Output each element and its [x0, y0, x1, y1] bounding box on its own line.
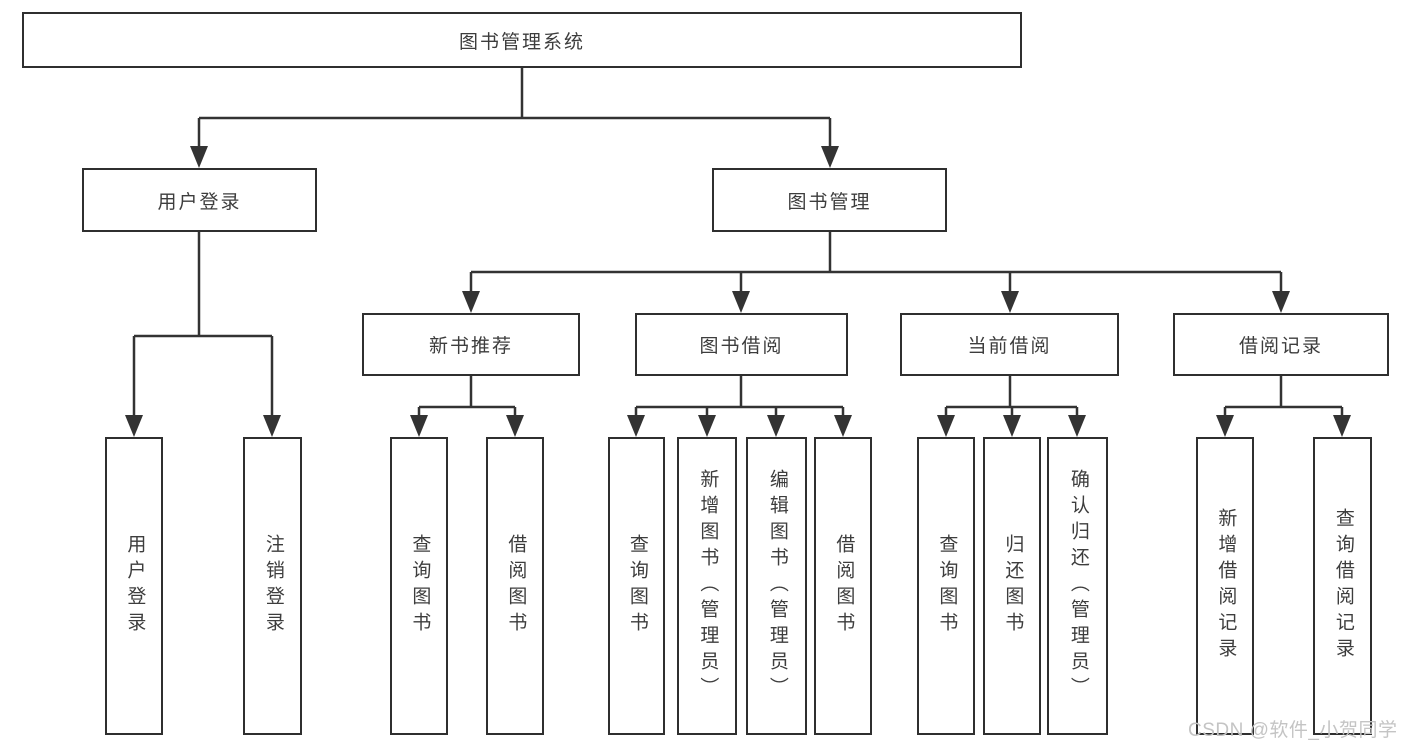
leaf-label: 查询图书 [626, 534, 648, 638]
leaf-label: 借阅图书 [833, 534, 855, 638]
leaf-label: 编辑图书（管理员） [766, 469, 788, 703]
node-user-login: 用户登录 [82, 168, 317, 232]
node-book-borrowing: 图书借阅 [635, 313, 848, 376]
leaf-return-books: 归还图书 [983, 437, 1041, 735]
leaf-borrow-books-recommend: 借阅图书 [486, 437, 544, 735]
leaf-label: 用户登录 [124, 534, 146, 638]
node-borrowing-records: 借阅记录 [1173, 313, 1389, 376]
leaf-query-books-current: 查询图书 [917, 437, 975, 735]
leaf-label: 确认归还（管理员） [1067, 469, 1089, 703]
node-book-management: 图书管理 [712, 168, 947, 232]
leaf-label: 查询图书 [936, 534, 958, 638]
leaf-confirm-return-admin: 确认归还（管理员） [1047, 437, 1108, 735]
leaf-query-books-recommend: 查询图书 [390, 437, 448, 735]
node-root: 图书管理系统 [22, 12, 1022, 68]
leaf-label: 注销登录 [262, 534, 284, 638]
leaf-label: 借阅图书 [505, 534, 527, 638]
leaf-edit-book-admin: 编辑图书（管理员） [746, 437, 807, 735]
leaf-label: 新增图书（管理员） [697, 469, 719, 703]
leaf-borrow-books-borrowing: 借阅图书 [814, 437, 872, 735]
leaf-add-book-admin: 新增图书（管理员） [677, 437, 737, 735]
leaf-user-login: 用户登录 [105, 437, 163, 735]
leaf-query-books-borrowing: 查询图书 [608, 437, 665, 735]
leaf-label: 查询借阅记录 [1332, 508, 1354, 664]
leaf-add-borrow-record: 新增借阅记录 [1196, 437, 1254, 735]
leaf-query-borrow-record: 查询借阅记录 [1313, 437, 1372, 735]
leaf-label: 新增借阅记录 [1215, 508, 1237, 664]
node-new-book-recommend: 新书推荐 [362, 313, 580, 376]
csdn-watermark: CSDN @软件_小贺同学 [1188, 720, 1398, 741]
leaf-logout: 注销登录 [243, 437, 302, 735]
node-current-borrowing: 当前借阅 [900, 313, 1119, 376]
leaf-label: 归还图书 [1002, 534, 1024, 638]
leaf-label: 查询图书 [409, 534, 431, 638]
